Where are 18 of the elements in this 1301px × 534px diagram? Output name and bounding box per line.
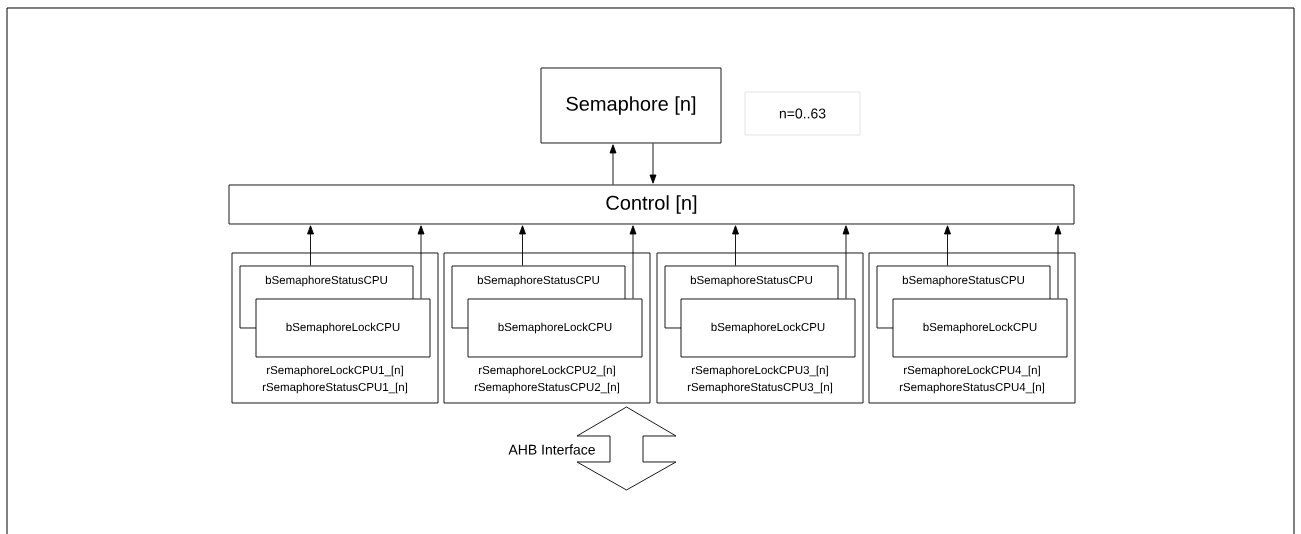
interface-label: AHB Interface	[508, 444, 595, 455]
arrow	[1054, 225, 1062, 299]
arrow	[732, 225, 739, 266]
arrow	[307, 225, 314, 266]
block-box: Semaphore [n]	[540, 67, 722, 144]
lock-box: bSemaphoreLockCPU	[467, 298, 643, 358]
lock-box: bSemaphoreLockCPU	[892, 298, 1068, 358]
arrow	[842, 225, 850, 299]
note-box: n=0..63	[744, 91, 861, 136]
arrow	[609, 144, 617, 185]
arrow	[629, 225, 637, 299]
arrow	[417, 225, 425, 299]
control-bar: Control [n]	[228, 184, 1075, 225]
lock-box: bSemaphoreLockCPU	[680, 298, 856, 358]
lock-box: bSemaphoreLockCPU	[255, 298, 431, 358]
arrow	[944, 225, 951, 266]
arrow	[519, 225, 526, 266]
arrow	[649, 143, 657, 184]
